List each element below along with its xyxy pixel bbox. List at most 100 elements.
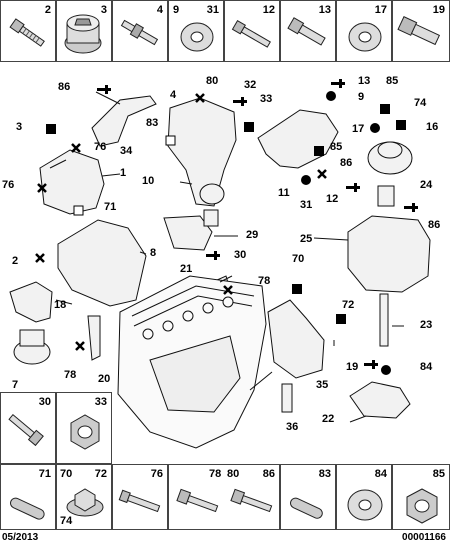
part-cell-19: 19 bbox=[392, 0, 450, 62]
callout-2: 2 bbox=[12, 255, 19, 267]
part-cell-76: 76 bbox=[112, 464, 168, 530]
bolt-icon bbox=[8, 413, 44, 447]
part-number: 76 bbox=[150, 468, 163, 480]
callout-17: 17 bbox=[352, 123, 365, 135]
part-number: 17 bbox=[374, 4, 387, 16]
square-marker-icon bbox=[244, 122, 254, 132]
part-number: 4 bbox=[156, 4, 163, 16]
part-number: 3 bbox=[100, 4, 107, 16]
part-cell-70-72-74: 70 72 74 bbox=[56, 464, 112, 530]
part-number: 80 bbox=[227, 468, 240, 480]
x-marker-icon bbox=[317, 169, 327, 179]
square-marker-icon bbox=[396, 120, 406, 130]
footer-date: 05/2013 bbox=[2, 532, 39, 543]
part-number: 2 bbox=[44, 4, 51, 16]
callout-4: 4 bbox=[170, 89, 177, 101]
cap-icon bbox=[64, 14, 102, 54]
part-number: 86 bbox=[262, 468, 275, 480]
part-number: 84 bbox=[374, 468, 387, 480]
square-marker-icon bbox=[292, 284, 302, 294]
plus-marker-icon bbox=[364, 360, 378, 369]
part-35-bracket bbox=[267, 299, 325, 379]
part-number: 71 bbox=[38, 468, 51, 480]
bolt-icon bbox=[118, 489, 161, 513]
part-number: 9 bbox=[173, 4, 180, 16]
part-cell-12: 12 bbox=[224, 0, 280, 62]
circle-marker-icon bbox=[326, 91, 336, 101]
nut-icon bbox=[70, 414, 100, 450]
washer-icon bbox=[347, 489, 383, 521]
callout-86: 86 bbox=[340, 157, 353, 169]
part-number: 78 bbox=[209, 468, 222, 480]
part-number: 72 bbox=[94, 468, 107, 480]
callout-22: 22 bbox=[322, 413, 335, 425]
part-number: 31 bbox=[206, 4, 219, 16]
callout-11: 11 bbox=[278, 187, 290, 199]
callout-72: 72 bbox=[342, 299, 355, 311]
callout-20: 20 bbox=[98, 373, 111, 385]
callout-29: 29 bbox=[246, 229, 259, 241]
pin-icon bbox=[290, 497, 323, 519]
part-23-stud bbox=[379, 293, 389, 347]
callout-85: 85 bbox=[330, 141, 343, 153]
callout-19: 19 bbox=[346, 361, 359, 373]
callout-23: 23 bbox=[420, 319, 433, 331]
part-29-plate bbox=[163, 215, 213, 251]
part-20-bracket bbox=[87, 315, 101, 361]
part-cell-30: 30 bbox=[0, 392, 56, 464]
part-8-support bbox=[57, 219, 147, 307]
washer-icon bbox=[180, 22, 214, 52]
part-cell-9: 9 31 bbox=[168, 0, 224, 62]
callout-10: 10 bbox=[142, 175, 155, 187]
circle-marker-icon bbox=[370, 123, 380, 133]
callout-78: 78 bbox=[258, 275, 271, 287]
part-number: 12 bbox=[262, 4, 275, 16]
plus-marker-icon bbox=[206, 251, 220, 260]
part-number: 30 bbox=[38, 396, 51, 408]
callout-32: 32 bbox=[244, 79, 257, 91]
part-34-bracket bbox=[91, 95, 157, 147]
circle-marker-icon bbox=[301, 175, 311, 185]
part-number: 74 bbox=[60, 515, 73, 527]
part-cell-2: 2 bbox=[0, 0, 56, 62]
part-cell-83: 83 bbox=[280, 464, 336, 530]
part-cell-13: 13 bbox=[280, 0, 336, 62]
callout-76: 76 bbox=[94, 141, 107, 153]
stud-icon bbox=[120, 19, 159, 46]
callout-16: 16 bbox=[426, 121, 439, 133]
callout-85: 85 bbox=[386, 75, 399, 87]
callout-74: 74 bbox=[414, 97, 427, 109]
callout-36: 36 bbox=[286, 421, 299, 433]
open-square-marker-icon bbox=[73, 205, 84, 216]
part-number: 33 bbox=[94, 396, 107, 408]
callout-13: 13 bbox=[358, 75, 371, 87]
callout-33: 33 bbox=[260, 93, 273, 105]
nut-icon bbox=[406, 488, 438, 524]
callout-7: 7 bbox=[12, 379, 19, 391]
callout-3: 3 bbox=[16, 121, 23, 133]
callout-24: 24 bbox=[420, 179, 433, 191]
callout-21: 21 bbox=[180, 263, 193, 275]
part-18-bracket bbox=[9, 281, 53, 323]
callout-25: 25 bbox=[300, 233, 313, 245]
washer-icon bbox=[348, 22, 382, 52]
square-marker-icon bbox=[380, 104, 390, 114]
footer-reference: 00001166 bbox=[402, 532, 446, 543]
callout-34: 34 bbox=[120, 145, 133, 157]
callout-35: 35 bbox=[316, 379, 329, 391]
bolt-icon bbox=[9, 18, 45, 47]
callout-70: 70 bbox=[292, 253, 305, 265]
bolt-icon bbox=[287, 17, 326, 46]
square-marker-icon bbox=[314, 146, 324, 156]
plus-marker-icon bbox=[404, 203, 418, 212]
callout-9: 9 bbox=[358, 91, 365, 103]
engine-block bbox=[117, 275, 267, 449]
part-cell-33: 33 bbox=[56, 392, 112, 464]
x-marker-icon bbox=[195, 93, 205, 103]
callout-84: 84 bbox=[420, 361, 433, 373]
circle-marker-icon bbox=[381, 365, 391, 375]
part-25-bracket bbox=[347, 215, 431, 293]
callout-78: 78 bbox=[64, 369, 77, 381]
